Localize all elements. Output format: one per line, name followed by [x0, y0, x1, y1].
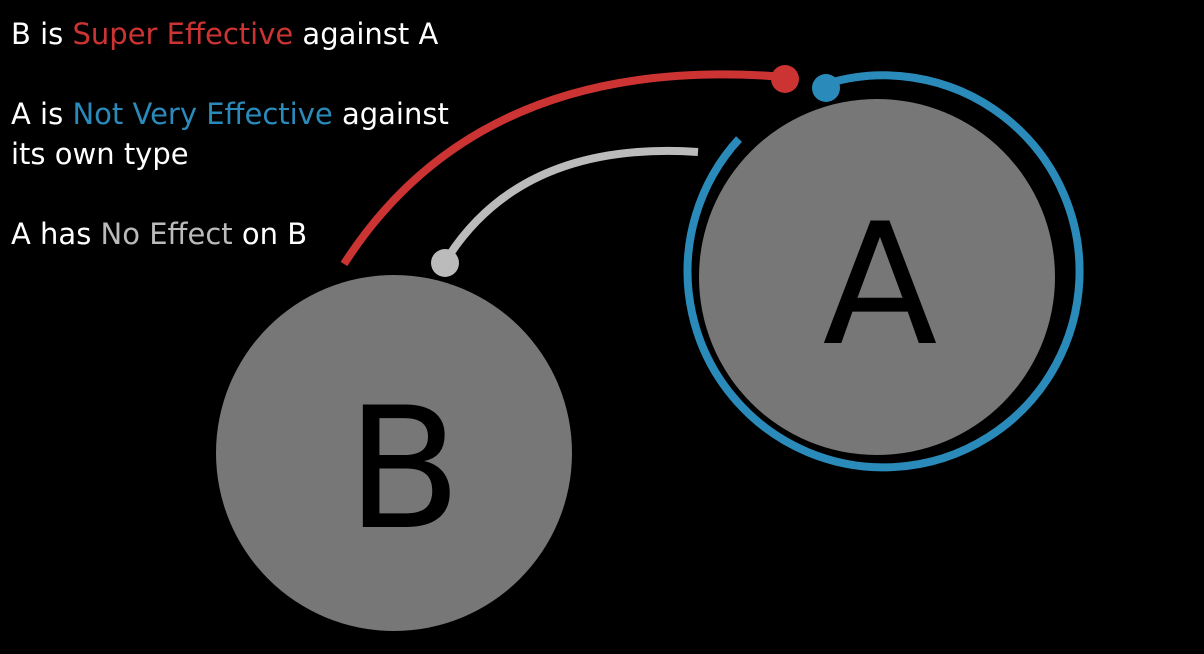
legend-rest: against A	[293, 17, 439, 51]
node-b-label: B	[346, 371, 461, 567]
self-arrow-not-very-effective	[683, 71, 1084, 472]
legend-effect-not-very-effective: Not Very Effective	[72, 97, 333, 131]
arrow-no-effect-head	[431, 249, 459, 277]
legend: B is Super Effective against A A is Not …	[11, 14, 449, 254]
legend-subject: A is	[11, 97, 73, 131]
node-b: B	[216, 275, 572, 631]
legend-subject: B is	[11, 17, 73, 51]
legend-effect-no-effect: No Effect	[100, 217, 233, 251]
legend-subject: A has	[11, 217, 101, 251]
legend-effect-super-effective: Super Effective	[72, 17, 294, 51]
legend-rest: against	[332, 97, 449, 131]
node-b-circle	[216, 275, 572, 631]
node-a: A	[699, 99, 1055, 455]
legend-rest: on B	[232, 217, 308, 251]
legend-line-not-very-effective-continued: its own type	[11, 137, 189, 171]
self-arrow-not-very-effective-head	[812, 74, 840, 102]
arrow-super-effective-head	[771, 65, 799, 93]
arrow-super-effective	[340, 70, 786, 267]
legend-line-super-effective: B is Super Effective against A	[11, 14, 449, 54]
arrow-no-effect	[441, 146, 699, 265]
legend-line-no-effect: A has No Effect on B	[11, 214, 449, 254]
legend-line-not-very-effective: A is Not Very Effective against	[11, 94, 449, 134]
node-a-circle	[699, 99, 1055, 455]
node-a-label: A	[823, 187, 938, 383]
